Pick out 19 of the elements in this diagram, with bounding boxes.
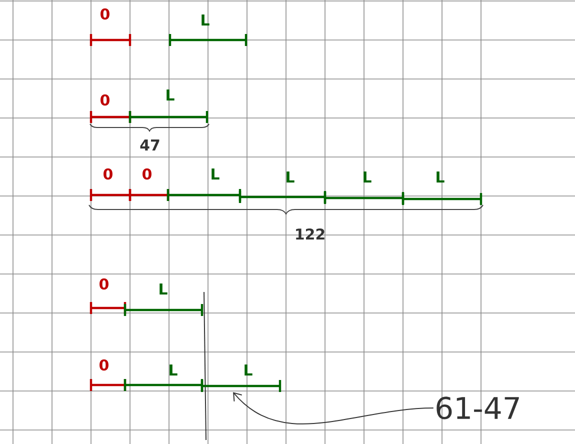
label: L [202,14,210,26]
label: 0 [142,168,152,180]
label: 0 [104,168,112,180]
label: L [160,284,168,294]
label: 0 [100,359,108,371]
label: 0 [100,94,110,106]
handwritten-number: 61-47 [436,396,519,420]
label: L [286,172,294,182]
label: 0 [100,8,110,20]
label: L [166,90,174,100]
segment-line [200,378,282,394]
label: L [170,364,178,376]
label: 0 [100,278,108,290]
arrow [233,392,434,424]
label: 47 [140,140,160,150]
label: 122 [296,228,324,240]
label: L [436,172,444,182]
label: L [212,168,220,180]
label: L [364,172,372,182]
